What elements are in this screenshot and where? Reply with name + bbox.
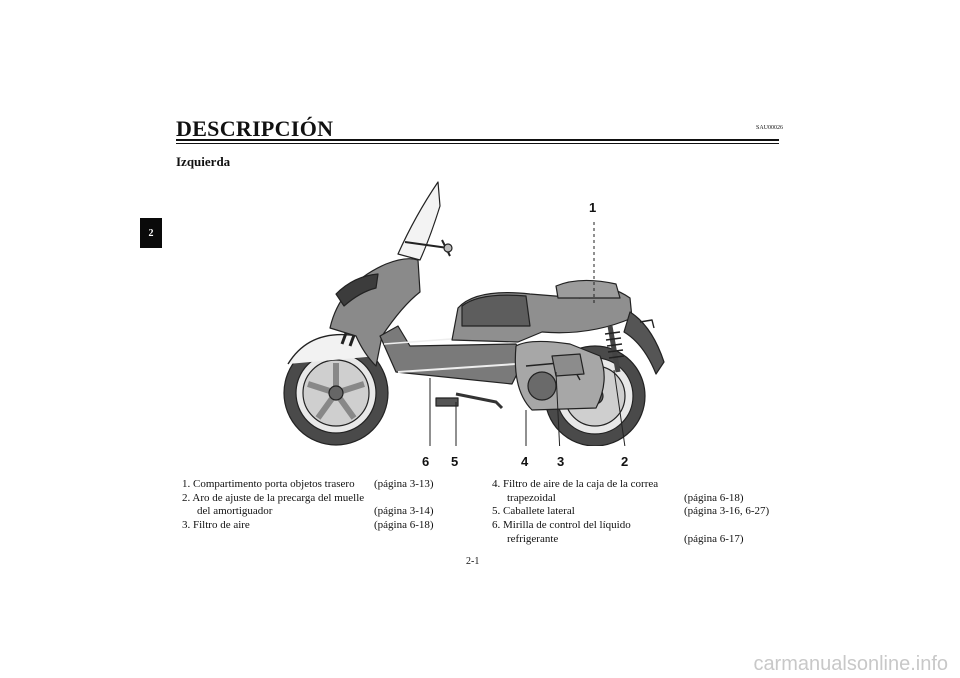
list-item: trapezoidal (página 6-18) xyxy=(492,492,792,506)
callout-2: 2 xyxy=(621,454,629,469)
page-reference: (página 3-13) xyxy=(374,478,434,490)
parts-list-left: 1. Compartimento porta objetos trasero (… xyxy=(182,478,462,533)
callout-6: 6 xyxy=(422,454,430,469)
document-code: SAU00026 xyxy=(756,125,784,131)
list-item: del amortiguador (página 3-14) xyxy=(182,505,462,519)
callout-4: 4 xyxy=(521,454,529,469)
part-name-continued: trapezoidal xyxy=(507,491,556,504)
page-title: DESCRIPCIÓN xyxy=(176,116,334,141)
list-item: 4. Filtro de aire de la caja de la corre… xyxy=(492,478,792,492)
part-name: 6. Mirilla de control del líquido xyxy=(492,519,631,532)
page-reference: (página 6-18) xyxy=(684,491,744,504)
callout-5: 5 xyxy=(451,454,459,469)
parts-list-right: 4. Filtro de aire de la caja de la corre… xyxy=(492,478,792,546)
list-item: 2. Aro de ajuste de la precarga del muel… xyxy=(182,492,462,506)
scooter-illustration xyxy=(283,181,665,446)
page-reference: (página 3-16, 6-27) xyxy=(684,505,770,518)
part-name: 4. Filtro de aire de la caja de la corre… xyxy=(492,478,659,490)
chapter-tab: 2 xyxy=(140,218,162,248)
watermark: carmanualsonline.info xyxy=(753,653,948,675)
page-number: 2-1 xyxy=(466,556,480,567)
part-name: 3. Filtro de aire xyxy=(182,519,250,532)
page-reference: (página 3-14) xyxy=(374,505,434,518)
part-name: 2. Aro de ajuste de la precarga del muel… xyxy=(182,491,365,504)
list-item: 1. Compartimento porta objetos trasero (… xyxy=(182,478,462,492)
list-item: 3. Filtro de aire (página 6-18) xyxy=(182,519,462,533)
part-name: 5. Caballete lateral xyxy=(492,505,575,518)
part-name-continued: del amortiguador xyxy=(197,505,273,518)
list-item: 6. Mirilla de control del líquido xyxy=(492,519,792,533)
list-item: refrigerante (página 6-17) xyxy=(492,533,792,547)
page-reference: (página 6-18) xyxy=(374,519,434,532)
title-rule xyxy=(176,139,779,141)
callout-1: 1 xyxy=(589,200,597,215)
list-item: 5. Caballete lateral (página 3-16, 6-27) xyxy=(492,505,792,519)
section-subtitle: Izquierda xyxy=(176,154,231,169)
part-name-continued: refrigerante xyxy=(507,532,559,545)
title-rule-thin xyxy=(176,143,779,144)
callout-3: 3 xyxy=(557,454,565,469)
part-name: 1. Compartimento porta objetos trasero xyxy=(182,478,355,490)
page-reference: (página 6-17) xyxy=(684,532,744,545)
